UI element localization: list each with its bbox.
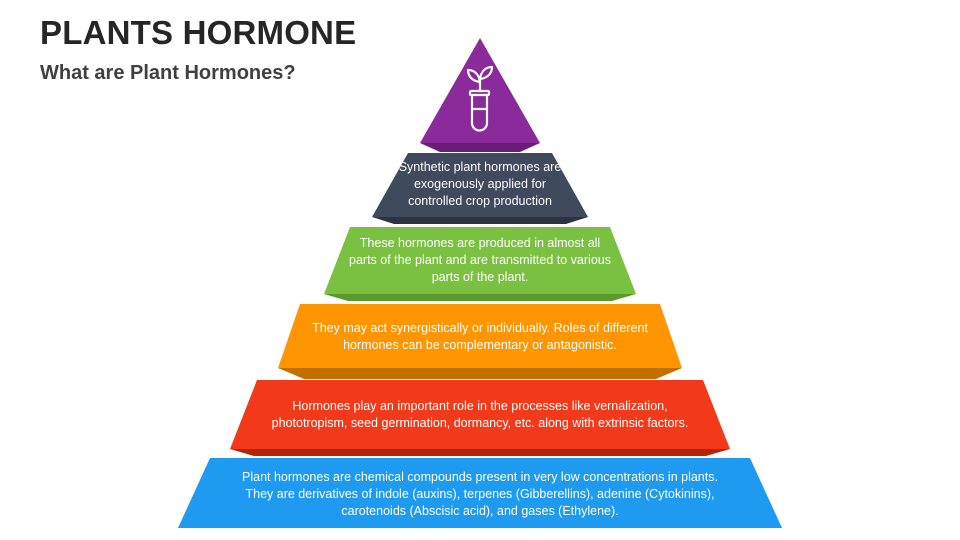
tier-2 [324, 227, 636, 301]
tier-1-shadow [372, 217, 588, 224]
apex-shadow [420, 143, 540, 152]
tier-3 [278, 304, 682, 379]
test-tube-sprout-icon [466, 65, 494, 132]
tier-5-text: Plant hormones are chemical compounds pr… [242, 470, 718, 518]
tier-4 [230, 380, 730, 456]
tier-4-shadow [230, 449, 730, 456]
pyramid-apex [420, 38, 540, 152]
tier-5 [178, 458, 782, 528]
tier-3-band [278, 304, 682, 368]
tier-4-band [230, 380, 730, 449]
tier-1-band [372, 153, 588, 217]
tier-2-text: These hormones are produced in almost al… [349, 236, 611, 284]
tier-4-text: Hormones play an important role in the p… [271, 399, 689, 430]
tier-5-band [178, 458, 782, 528]
slide-title: PLANTS HORMONE [40, 14, 357, 51]
tier-2-shadow [324, 294, 636, 301]
tier-1 [372, 153, 588, 224]
tier-2-band [324, 227, 636, 294]
slide-subtitle: What are Plant Hormones? [40, 62, 296, 84]
tier-1-text: Synthetic plant hormones are exogenously… [398, 160, 562, 208]
tier-3-text: They may act synergistically or individu… [312, 321, 648, 352]
tier-3-shadow [278, 368, 682, 379]
